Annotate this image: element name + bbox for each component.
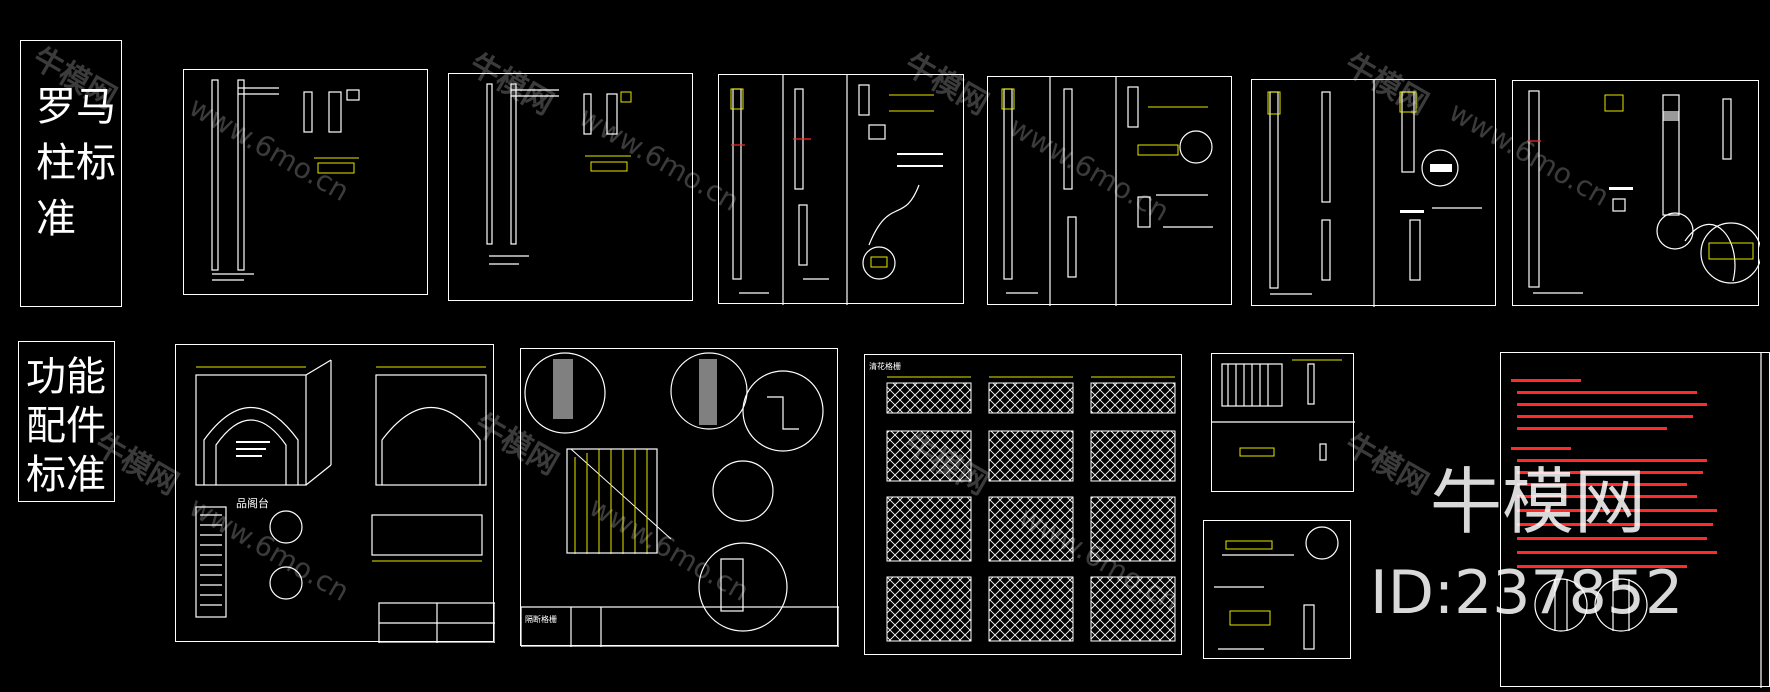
roman-column-drawing-4: [1001, 77, 1213, 306]
function-parts-label-line-2: 配件: [26, 403, 106, 449]
roman-column-drawing-3: [730, 75, 943, 305]
function-parts-label-line-3: 标准: [26, 452, 106, 498]
partition-lattice-sheet[interactable]: 隔断格栅: [520, 348, 840, 648]
lattice-panels-sheet[interactable]: 清花格栅: [864, 354, 1182, 655]
lattice-panels-drawing: [886, 376, 1176, 642]
lattice-panels-title: 清花格栅: [869, 362, 901, 371]
roman-column-label-line-1: 罗马: [36, 84, 116, 130]
partition-lattice-title: 隔断格栅: [525, 615, 557, 624]
brand-name: 牛模网: [1430, 460, 1647, 544]
roman-column-label-line-2: 柱标: [36, 140, 116, 186]
lattice-bars: [574, 449, 648, 554]
roman-column-drawing-5: [1267, 80, 1482, 307]
roman-column-drawing-2: [486, 83, 632, 265]
roman-column-drawing-1: [211, 79, 360, 281]
notes-drawing: [1511, 353, 1762, 688]
roman-column-sheet-2[interactable]: [448, 73, 693, 301]
roman-column-sheet-6[interactable]: [1512, 80, 1762, 306]
fireplace-title: 品阁台: [236, 497, 269, 510]
roman-column-sheet-4[interactable]: [987, 76, 1232, 306]
fireplace-sheet[interactable]: 品阁台: [175, 344, 496, 644]
detail-drawing-bottom: [1214, 526, 1339, 650]
roman-column-label-box: [20, 40, 122, 307]
detail-sheet-bottom[interactable]: [1203, 520, 1351, 659]
brand-id: ID:237852: [1370, 558, 1684, 628]
roman-column-sheet-3[interactable]: [718, 74, 964, 305]
roman-column-label-line-3: 准: [36, 196, 76, 242]
roman-column-sheet-1[interactable]: [183, 69, 428, 295]
lattice-panel-grid: [886, 382, 1176, 642]
detail-drawing-top: [1212, 359, 1355, 461]
notes-sheet[interactable]: [1500, 352, 1770, 688]
partition-lattice-drawing: [520, 352, 840, 648]
detail-sheet-top[interactable]: [1211, 353, 1355, 492]
roman-column-sheet-5[interactable]: [1251, 79, 1496, 307]
function-parts-label-line-1: 功能: [26, 354, 106, 400]
function-parts-label-box: [18, 341, 115, 502]
roman-column-drawing-6: [1527, 90, 1762, 294]
